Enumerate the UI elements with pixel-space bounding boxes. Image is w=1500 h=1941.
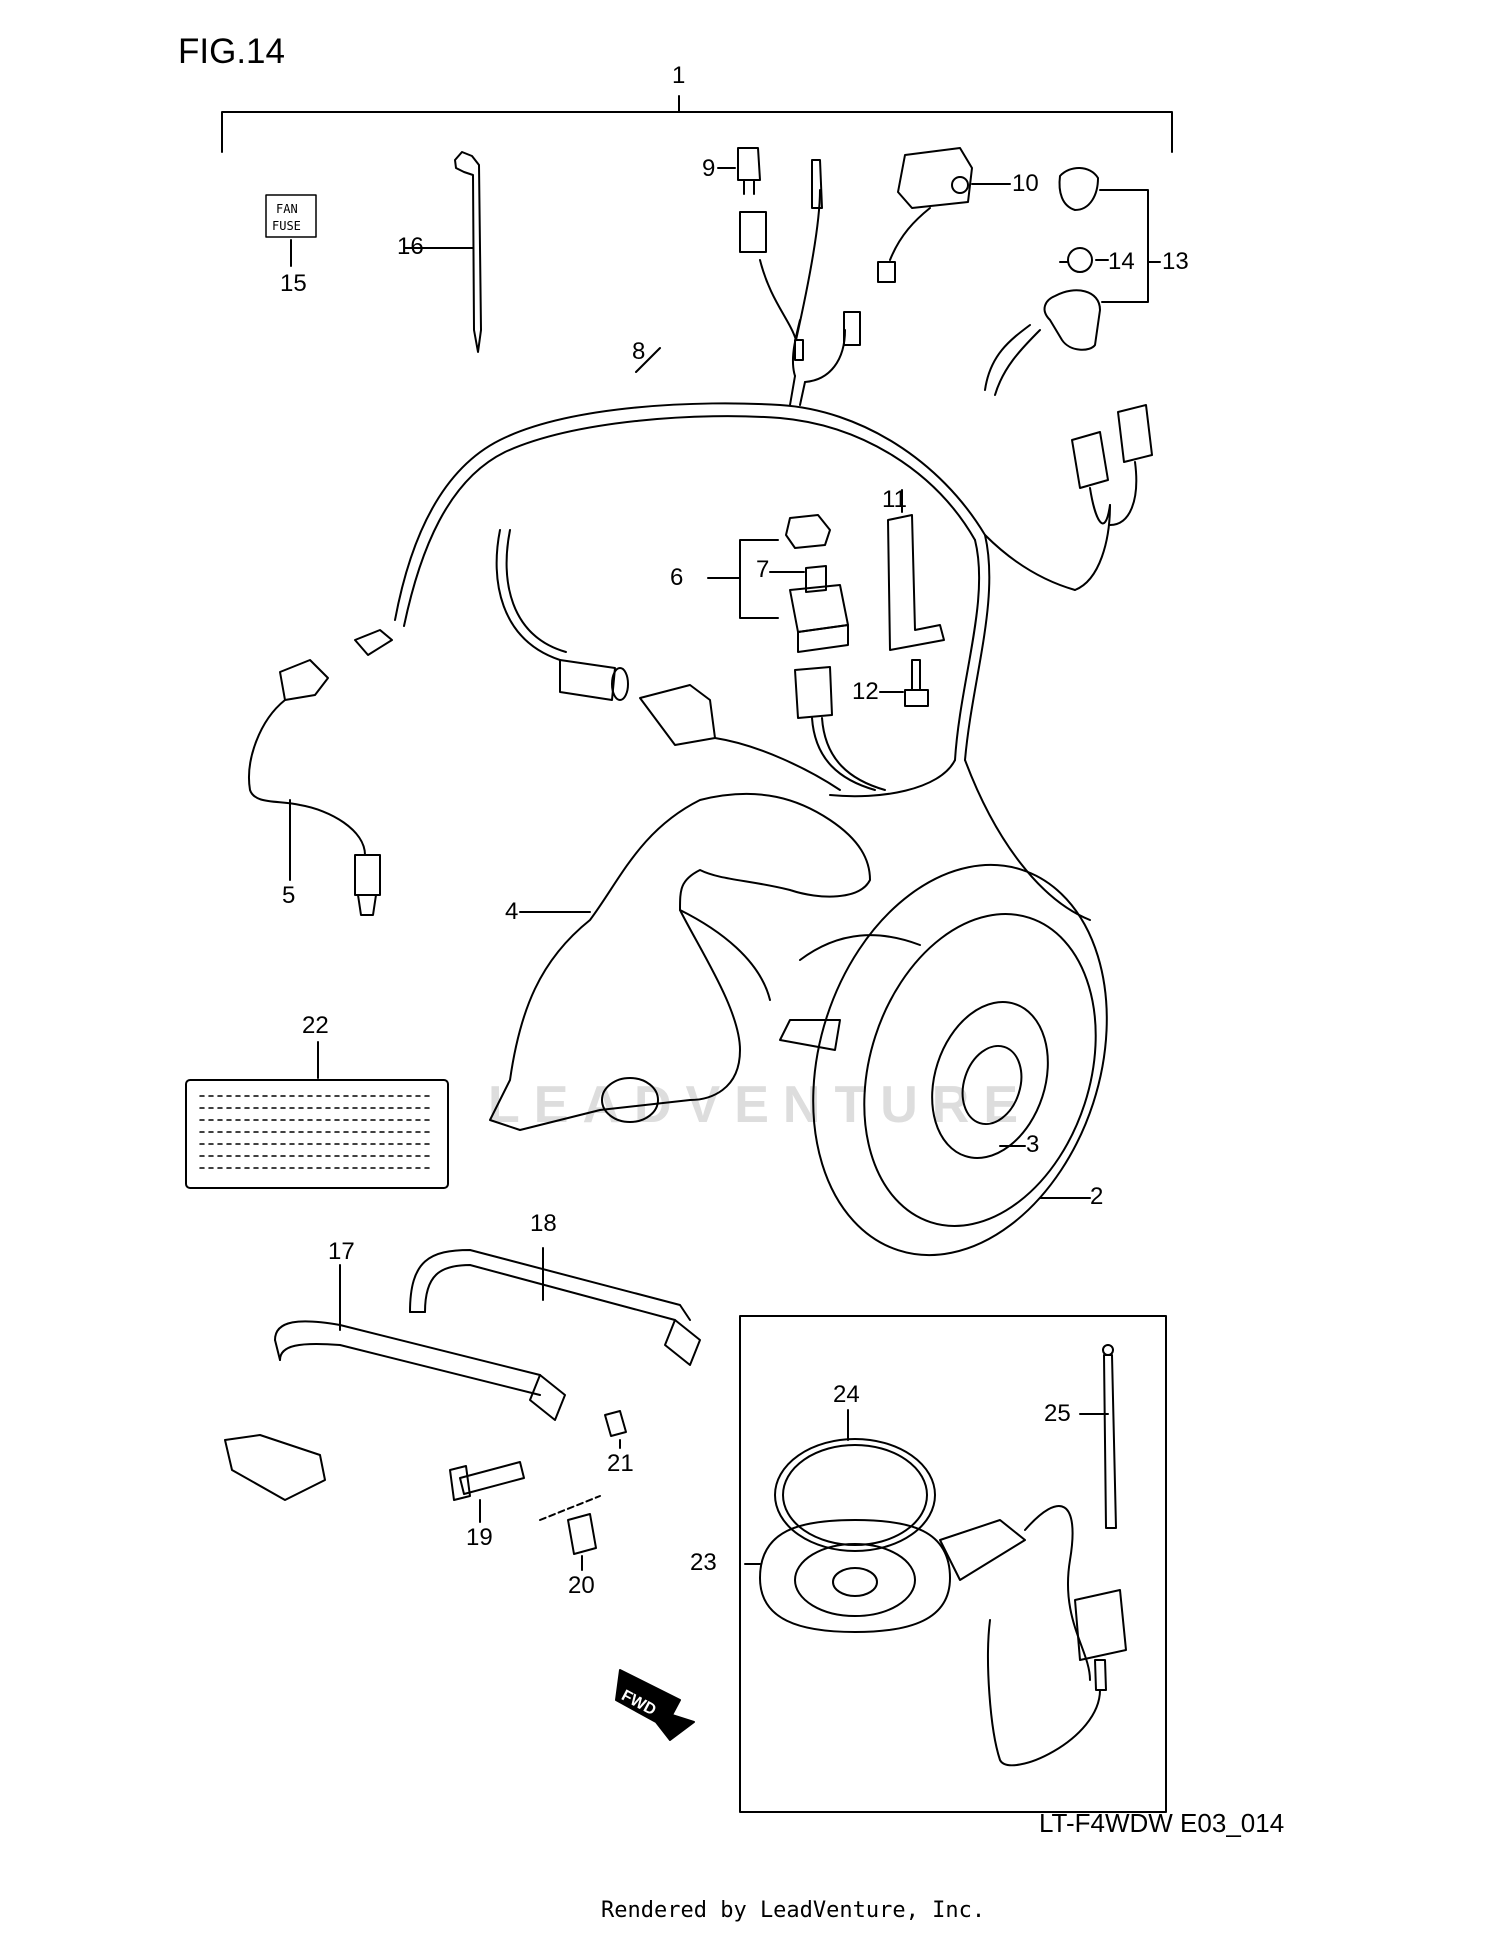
- callout-21: 21: [607, 1450, 634, 1477]
- callout-12: 12: [852, 678, 879, 705]
- center-couplers: [560, 660, 840, 790]
- callout-11: 11: [882, 486, 907, 513]
- figure-title: FIG.14: [178, 32, 285, 71]
- wiring-harness: [395, 320, 1110, 920]
- fan-brackets: [225, 1248, 700, 1500]
- thermo-switch: [878, 148, 1010, 282]
- harness-connectors-right: [1072, 405, 1152, 525]
- callout-13: 13: [1162, 248, 1189, 275]
- socket-assembly: [985, 168, 1160, 395]
- callout-15: 15: [280, 270, 307, 297]
- callout-19: 19: [466, 1524, 493, 1551]
- callout-22: 22: [302, 1012, 329, 1039]
- render-credit: Rendered by LeadVenture, Inc.: [601, 1898, 986, 1923]
- callout-3: 3: [1026, 1131, 1040, 1158]
- callout-9: 9: [702, 155, 716, 182]
- callout-6: 6: [670, 564, 684, 591]
- thermo-switch-sensor: [249, 630, 392, 915]
- relay-socket: [795, 667, 885, 790]
- callout-18: 18: [530, 1210, 557, 1237]
- callout-17: 17: [328, 1238, 355, 1265]
- callout-23: 23: [690, 1549, 717, 1576]
- fan-motor-inset: [740, 1316, 1166, 1812]
- fuse-wire-branch: [740, 160, 860, 360]
- model-code: LT-F4WDW E03_014: [1039, 1808, 1285, 1838]
- watermark: LEADVENTURE: [488, 1076, 1033, 1134]
- bracket-bolt: [880, 660, 928, 706]
- callout-1: 1: [672, 62, 686, 89]
- fuse-label-line1: FAN: [276, 202, 298, 216]
- caution-label: [186, 1042, 448, 1188]
- callout-16: 16: [397, 233, 424, 260]
- fan-relay: [708, 515, 848, 652]
- callout-4: 4: [505, 898, 519, 925]
- callout-25: 25: [1044, 1400, 1071, 1427]
- cable-clamp: [405, 152, 481, 352]
- fan-fuse-label: FAN FUSE: [266, 195, 316, 266]
- cooling-fan: [765, 827, 1155, 1294]
- cable-tie: [1080, 1345, 1116, 1528]
- fuse: [718, 148, 760, 194]
- callout-5: 5: [282, 882, 296, 909]
- fuse-label-line2: FUSE: [272, 219, 301, 233]
- callout-2: 2: [1090, 1183, 1104, 1210]
- assembly-bracket: [222, 96, 1172, 152]
- forward-arrow-icon: FWD: [616, 1670, 694, 1740]
- callout-24: 24: [833, 1381, 860, 1408]
- callout-14: 14: [1108, 248, 1135, 275]
- callout-10: 10: [1012, 170, 1039, 197]
- callout-7: 7: [756, 556, 770, 583]
- relay-bracket: [888, 490, 944, 650]
- callout-8: 8: [632, 338, 646, 365]
- callout-20: 20: [568, 1572, 595, 1599]
- fan-shroud: [490, 794, 870, 1130]
- mounting-hardware: [450, 1411, 626, 1570]
